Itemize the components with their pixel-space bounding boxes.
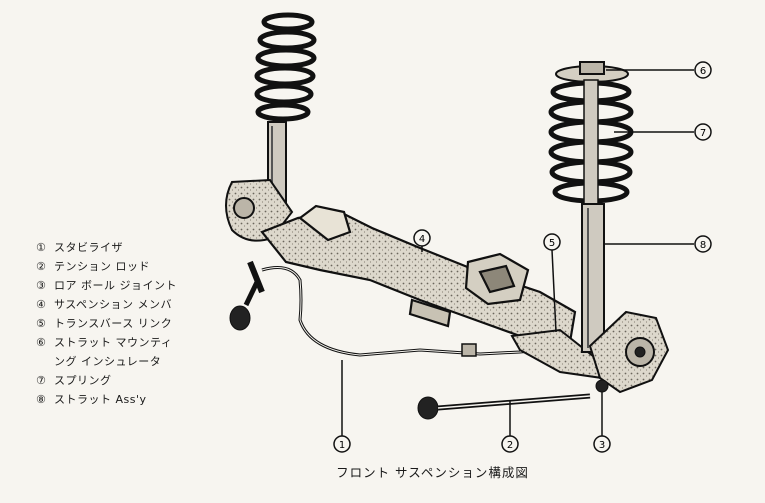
- left-bushing: [229, 305, 251, 331]
- callout-8-label: 8: [700, 240, 706, 251]
- callout-7: 7: [694, 123, 712, 141]
- legend-item: ⑥ ストラット マウンティ: [36, 333, 177, 352]
- legend-label: ストラット マウンティ: [54, 336, 173, 349]
- callout-2-label: 2: [507, 440, 513, 451]
- callout-1: 1: [333, 435, 351, 453]
- legend-item: ⑦ スプリング: [36, 371, 177, 390]
- legend-label: トランスバース リンク: [54, 317, 173, 330]
- suspension-member: [260, 204, 577, 344]
- callout-5: 5: [543, 233, 561, 251]
- legend-label: スプリング: [54, 374, 112, 387]
- callouts: [341, 69, 694, 436]
- legend-item: ① スタビライザ: [36, 238, 177, 257]
- legend-item-continuation: ング インシュレータ: [54, 355, 162, 368]
- parts-legend: ① スタビライザ ② テンション ロッド ③ ロア ボール ジョイント ④ サスペンショ…: [36, 238, 177, 409]
- legend-number: ②: [36, 260, 47, 273]
- legend-label: ロア ボール ジョイント: [54, 279, 177, 292]
- callout-3: 3: [593, 435, 611, 453]
- callout-3-label: 3: [599, 440, 605, 451]
- legend-number: ④: [36, 298, 47, 311]
- callout-8: 8: [694, 235, 712, 253]
- legend-number: ⑤: [36, 317, 47, 330]
- callout-4-label: 4: [419, 234, 425, 245]
- legend-number: ③: [36, 279, 47, 292]
- left-coil-spring: [254, 12, 317, 122]
- legend-item: ⑤ トランスバース リンク: [36, 314, 177, 333]
- right-strut-assembly: [548, 61, 670, 394]
- legend-item: ④ サスペンション メンバ: [36, 295, 177, 314]
- legend-number: ⑦: [36, 374, 47, 387]
- legend-item: ⑧ ストラット Ass'y: [36, 390, 177, 409]
- legend-label: ストラット Ass'y: [54, 393, 147, 406]
- legend-number: ⑥: [36, 336, 47, 349]
- right-strut-tube: [581, 203, 605, 353]
- legend-item: ③ ロア ボール ジョイント: [36, 276, 177, 295]
- callout-1-label: 1: [339, 440, 345, 451]
- callout-2: 2: [501, 435, 519, 453]
- legend-number: ⑧: [36, 393, 47, 406]
- callout-7-label: 7: [700, 128, 706, 139]
- callout-6: 6: [694, 61, 712, 79]
- callout-4: 4: [413, 229, 431, 247]
- legend-number: ①: [36, 241, 47, 254]
- legend-label: スタビライザ: [54, 241, 123, 254]
- left-strut-assembly: [225, 12, 317, 331]
- lower-ball-joint: [595, 379, 609, 393]
- stabilizer-bar: [261, 266, 561, 357]
- legend-label: テンション ロッド: [54, 260, 150, 273]
- callout-6-label: 6: [700, 66, 706, 77]
- figure-caption: フロント サスペンション構成図: [336, 465, 529, 480]
- callout-5-label: 5: [549, 238, 555, 249]
- legend-label: サスペンション メンバ: [54, 298, 173, 311]
- legend-item: ② テンション ロッド: [36, 257, 177, 276]
- tension-rod: [417, 393, 591, 420]
